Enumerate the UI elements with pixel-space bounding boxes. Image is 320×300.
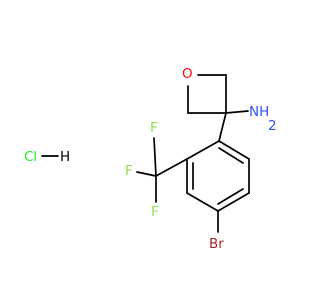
- amine-subscript: 2: [268, 118, 277, 134]
- bond-aryl-cf3: [155, 158, 188, 177]
- chlorine-label: Cl: [24, 149, 37, 165]
- fluorine-top-label: F: [150, 120, 158, 136]
- bond-ar-6-inner: [218, 147, 244, 164]
- bond-ar-3: [186, 192, 219, 212]
- hydrogen-label: H: [60, 149, 70, 165]
- bond-ar-4-inner: [217, 188, 244, 205]
- bond-ar-4: [217, 192, 250, 212]
- structure-canvas: O NH 2 F F F Br Cl H: [24, 66, 277, 252]
- fluorine-left-label: F: [125, 163, 133, 179]
- bromine-label: Br: [209, 236, 224, 252]
- amine-label: NH: [249, 104, 269, 120]
- molecule-diagram: O NH 2 F F F Br Cl H: [24, 66, 277, 252]
- bond-c-n: [225, 110, 249, 114]
- bond-c-f-top: [153, 137, 157, 177]
- bond-c-f-left: [136, 171, 157, 177]
- fluorine-bottom-label: F: [151, 204, 159, 220]
- oxygen-label: O: [182, 66, 193, 82]
- bond-ar-1: [186, 140, 220, 160]
- bond-c-aryl: [218, 112, 227, 142]
- bond-ar-6: [218, 140, 250, 160]
